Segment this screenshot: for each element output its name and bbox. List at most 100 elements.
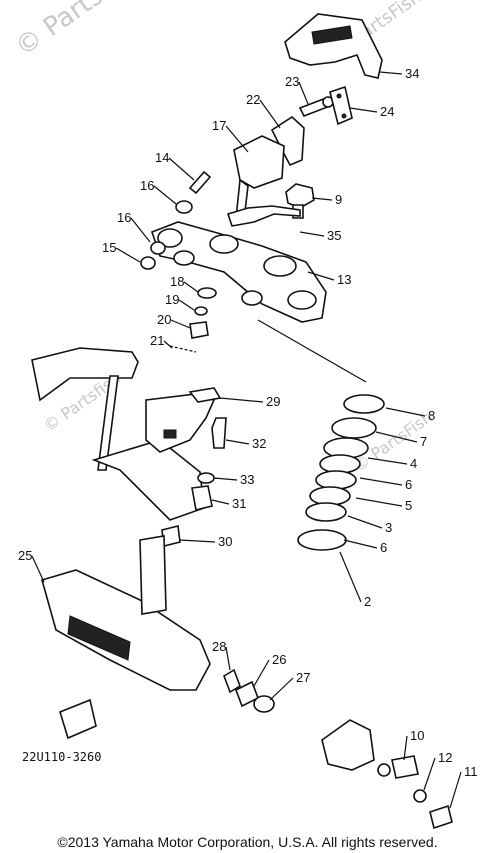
callout-leader-line <box>179 539 216 543</box>
callout-label: 6 <box>380 540 387 555</box>
callout-leader-line <box>153 185 177 205</box>
upper-bracket-13-part <box>150 221 327 323</box>
handlebar-cover-part <box>284 13 383 79</box>
spring-21-part <box>169 345 197 353</box>
callout-label: 14 <box>155 150 169 165</box>
callout-leader-line <box>423 757 436 791</box>
callout-leader-line <box>385 407 426 417</box>
callout-label: 9 <box>335 192 342 207</box>
callout-leader-line <box>307 271 335 281</box>
callout-leader-line <box>259 99 281 129</box>
callout-leader-line <box>379 71 403 75</box>
callout-leader-line <box>115 247 141 263</box>
callout-leader-line <box>349 107 378 113</box>
steering-stem-25-part <box>41 535 211 691</box>
callout-leader-line <box>449 771 462 809</box>
callout-label: 19 <box>165 292 179 307</box>
yoke-leader-line <box>257 319 367 383</box>
callout-label: 20 <box>157 312 171 327</box>
callout-label: 26 <box>272 652 286 667</box>
copyright-text: ©2013 Yamaha Motor Corporation, U.S.A. A… <box>57 834 438 850</box>
callout-leader-line <box>225 646 231 671</box>
callout-label: 29 <box>266 394 280 409</box>
callout-label: 16 <box>140 178 154 193</box>
washer-33-part <box>197 472 215 484</box>
callout-label: 2 <box>364 594 371 609</box>
callout-leader-line <box>339 551 362 603</box>
bracket-35-part <box>226 205 301 227</box>
callout-label: 12 <box>438 750 452 765</box>
callout-label: 28 <box>212 639 226 654</box>
plate-24-part <box>329 85 353 126</box>
callout-label: 3 <box>385 520 392 535</box>
callout-leader-line <box>298 81 309 105</box>
callout-leader-line <box>31 555 45 583</box>
cap-27-part <box>253 695 275 713</box>
callout-leader-line <box>168 157 195 181</box>
callout-label: 4 <box>410 456 417 471</box>
callout-label: 18 <box>170 274 184 289</box>
callout-leader-line <box>163 340 173 349</box>
callout-label: 13 <box>337 272 351 287</box>
bolt-23-part <box>298 96 334 118</box>
bolt-11-part <box>429 804 453 830</box>
callout-label: 6 <box>405 477 412 492</box>
callout-label: 24 <box>380 104 394 119</box>
callout-label: 31 <box>232 496 246 511</box>
callout-leader-line <box>367 457 408 465</box>
callout-label: 5 <box>405 498 412 513</box>
callout-label: 7 <box>420 434 427 449</box>
callout-label: 33 <box>240 472 254 487</box>
callout-leader-line <box>178 299 195 311</box>
callout-leader-line <box>213 477 238 481</box>
bolt-14-part <box>188 170 212 195</box>
callout-label: 30 <box>218 534 232 549</box>
diagram-code: 22U110-3260 <box>22 750 102 764</box>
callout-leader-line <box>403 735 408 761</box>
bolt-32-part <box>211 417 227 449</box>
bearing-stack-part <box>297 394 385 551</box>
callout-leader-line <box>359 477 403 486</box>
callout-label: 16 <box>117 210 131 225</box>
callout-leader-line <box>311 197 333 201</box>
callout-label: 10 <box>410 728 424 743</box>
callout-leader-line <box>130 217 151 243</box>
callout-leader-line <box>253 659 270 687</box>
front-bracket-29-part <box>31 347 216 521</box>
callout-label: 21 <box>150 333 164 348</box>
callout-leader-line <box>343 539 378 549</box>
callout-leader-line <box>170 319 191 329</box>
callout-leader-line <box>347 515 383 529</box>
callout-leader-line <box>299 231 325 237</box>
callout-leader-line <box>183 281 199 293</box>
bolt-12-part <box>413 789 427 803</box>
damper-31-part <box>191 485 213 511</box>
callout-labels: 3423242217141691635151318192021298732463… <box>18 66 478 809</box>
callout-label: 22 <box>246 92 260 107</box>
callout-leader-line <box>269 677 294 701</box>
bolt-28-part <box>223 668 241 694</box>
washer-16-part <box>175 200 193 214</box>
callout-leader-line <box>211 499 230 505</box>
callout-label: 25 <box>18 548 32 563</box>
collar-20-part <box>189 321 209 339</box>
callout-label: 15 <box>102 240 116 255</box>
nut-15-part <box>140 256 156 270</box>
callout-label: 17 <box>212 118 226 133</box>
callout-label: 11 <box>464 764 478 779</box>
callout-label: 23 <box>285 74 299 89</box>
callout-leader-line <box>225 439 250 445</box>
callout-leader-line <box>375 431 418 443</box>
callout-label: 35 <box>327 228 341 243</box>
callout-label: 32 <box>252 436 266 451</box>
callout-label: 8 <box>428 408 435 423</box>
callout-label: 34 <box>405 66 419 81</box>
callout-leader-line <box>225 125 249 153</box>
callout-leader-line <box>355 497 403 507</box>
washer-16b-part <box>150 241 166 255</box>
callout-leader-line <box>219 397 264 403</box>
fork-bottom-part <box>321 719 419 779</box>
washer-18-part <box>197 287 217 299</box>
clip-19-part <box>194 306 208 316</box>
